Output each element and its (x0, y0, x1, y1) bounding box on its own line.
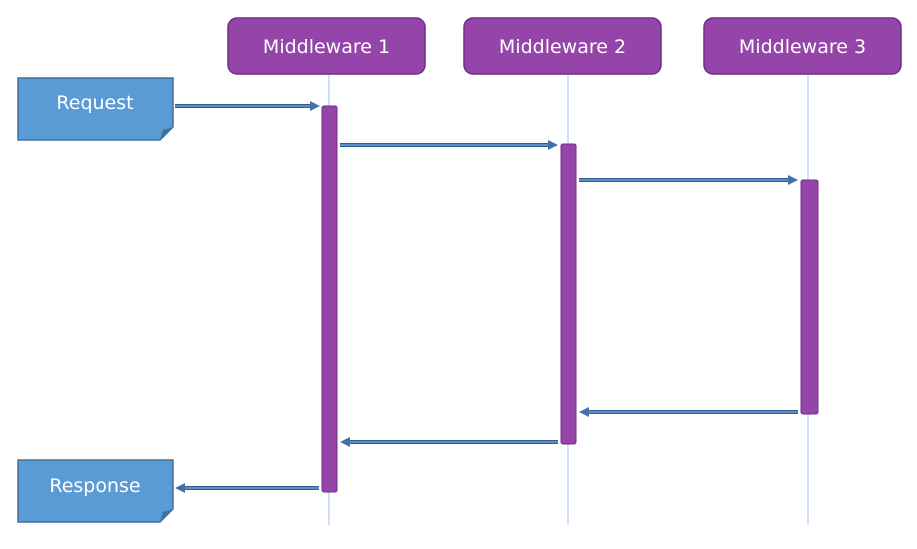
arrow-request-to-middleware-1 (175, 101, 320, 111)
arrow-middleware-1-to-middleware-2 (340, 140, 558, 150)
participant-middleware-3: Middleware 3 (703, 17, 902, 75)
participant-middleware-2: Middleware 2 (463, 17, 662, 75)
activation-bar-middleware-1 (321, 105, 338, 493)
arrow-middleware-1-to-response (175, 483, 319, 493)
participant-label: Middleware 3 (739, 36, 866, 58)
participant-label: Middleware 2 (499, 36, 626, 58)
arrow-middleware-2-to-middleware-3 (579, 175, 798, 185)
response-label: Response (49, 475, 140, 497)
participant-middleware-1: Middleware 1 (227, 17, 426, 75)
participant-label: Middleware 1 (263, 36, 390, 58)
activation-bar-middleware-3 (800, 179, 819, 415)
arrow-middleware-2-to-middleware-1 (340, 437, 558, 447)
request-note: Request (17, 77, 174, 141)
response-note: Response (17, 459, 174, 523)
arrow-middleware-3-to-middleware-2 (579, 407, 798, 417)
activation-bar-middleware-2 (560, 143, 577, 445)
request-label: Request (56, 92, 133, 114)
